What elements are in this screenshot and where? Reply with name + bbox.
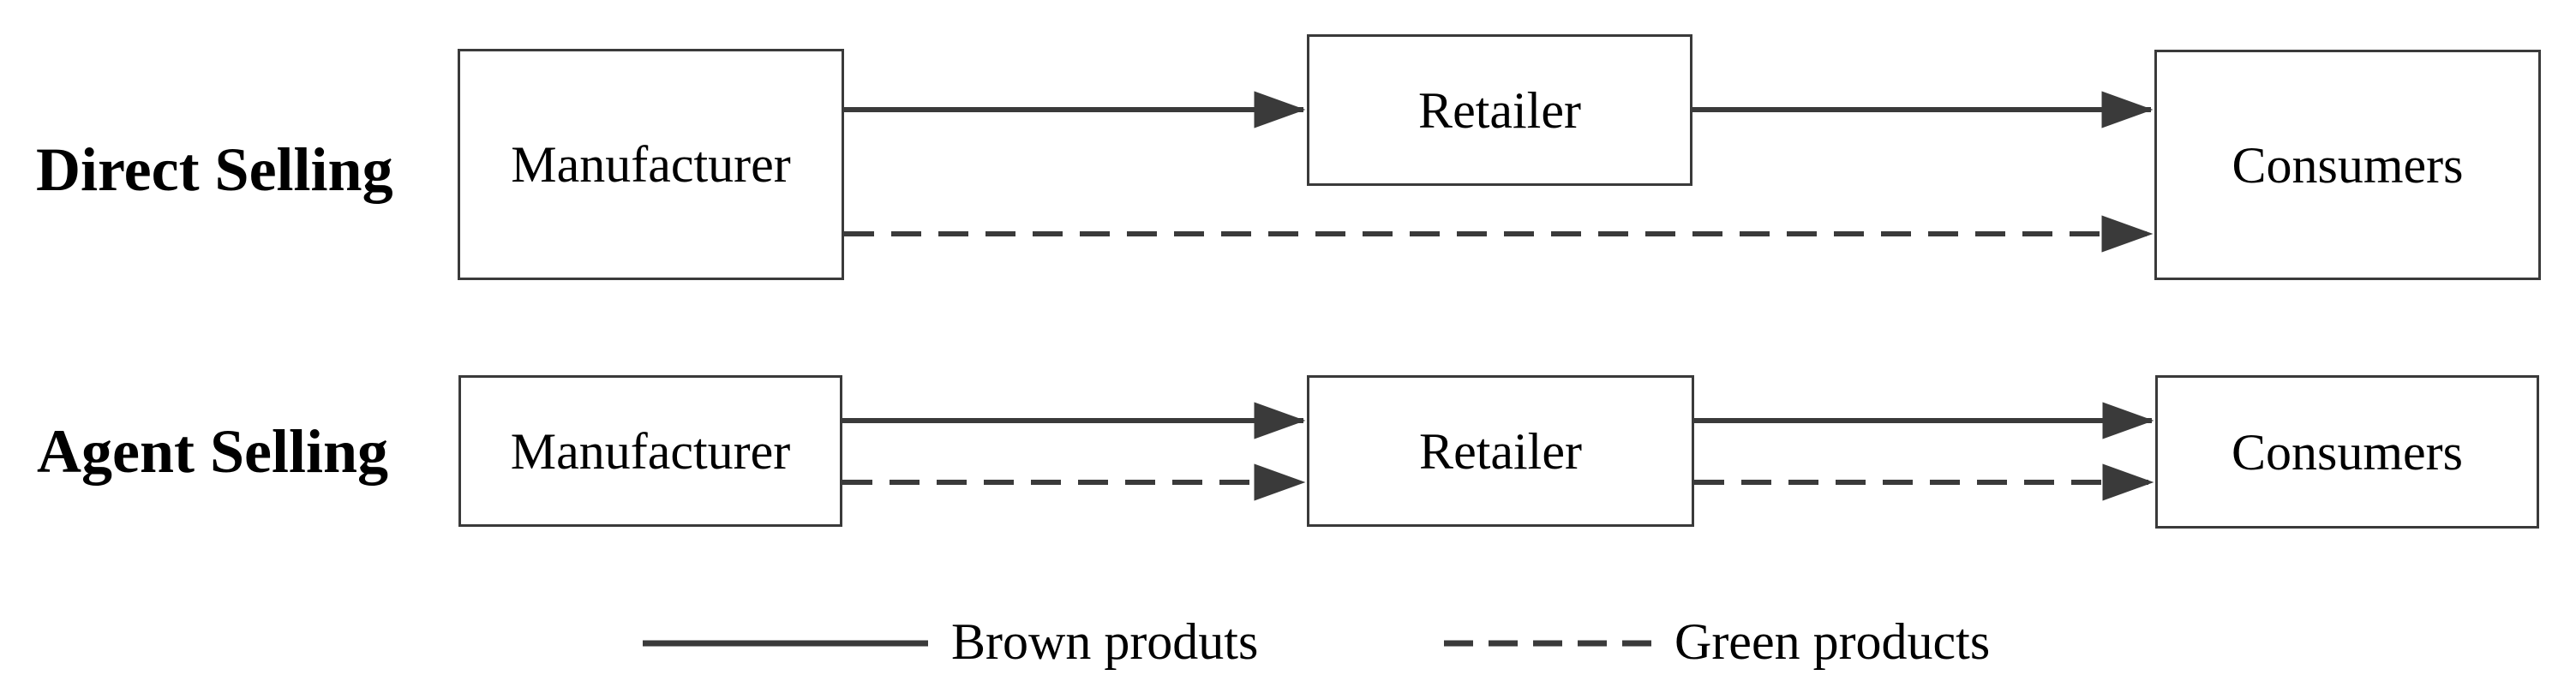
node-agent-manufacturer: Manufacturer	[458, 375, 842, 527]
node-label: Retailer	[1419, 422, 1582, 480]
node-label: Manufacturer	[511, 136, 791, 193]
node-label: Retailer	[1418, 81, 1581, 139]
node-agent-consumers: Consumers	[2155, 375, 2539, 529]
row-label-direct-selling: Direct Selling	[36, 135, 393, 204]
node-agent-retailer: Retailer	[1307, 375, 1694, 527]
node-label: Consumers	[2232, 136, 2464, 194]
node-direct-retailer: Retailer	[1307, 34, 1692, 186]
legend-label-brown-products: Brown produts	[951, 613, 1259, 670]
node-direct-consumers: Consumers	[2154, 50, 2541, 280]
node-label: Manufacturer	[510, 422, 791, 480]
row-label-agent-selling: Agent Selling	[37, 417, 389, 486]
node-direct-manufacturer: Manufacturer	[458, 49, 844, 280]
node-label: Consumers	[2232, 423, 2463, 481]
legend-label-green-products: Green products	[1674, 613, 1991, 670]
